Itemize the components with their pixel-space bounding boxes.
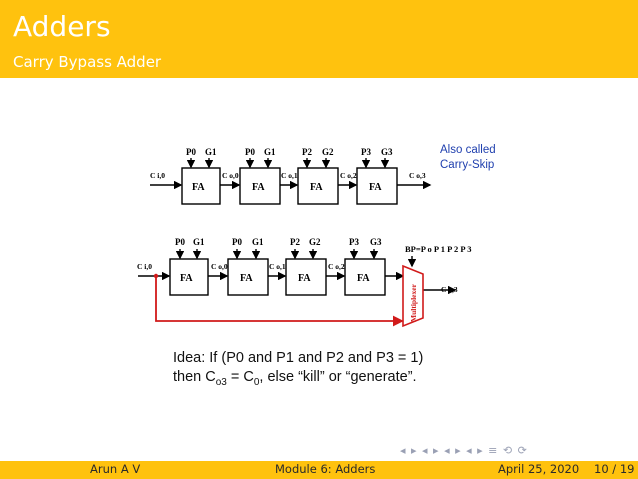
top-carry-label-2: C o,1: [281, 171, 298, 180]
top-adder-chain: P0 G1 P0 G1 P2 G2 P3 G3 FA FA FA FA: [150, 144, 496, 205]
idea-line2-prefix: then C: [173, 369, 216, 385]
bottom-fa-label-1: FA: [240, 273, 253, 284]
top-fa-block-0: FA: [181, 167, 221, 205]
top-fa-block-1: FA: [239, 167, 281, 205]
beamer-navigation-symbols[interactable]: ◂ ▸ ◂ ▸ ◂ ▸ ◂ ▸ ≡ ⟲ ⟳: [400, 444, 528, 457]
top-fa-label-3: FA: [369, 182, 382, 193]
top-p-label-1: P0: [245, 147, 255, 157]
bottom-bypass-chain: P0 G1 P0 G1 P2 G2 P3 G3 FA FA FA FA: [137, 237, 471, 328]
top-fa-label-2: FA: [310, 182, 323, 193]
footer-page-number: 10 / 19: [594, 462, 635, 476]
multiplexer-label: Multiplexer: [409, 283, 418, 322]
idea-text: Idea: If (P0 and P1 and P2 and P3 = 1) t…: [173, 349, 423, 392]
idea-line2-sub2: 0: [253, 376, 260, 388]
top-fa-block-3: FA: [356, 167, 398, 205]
bottom-p-label-2: P2: [290, 237, 300, 247]
slide-footer: Arun A V Module 6: Adders April 25, 2020…: [0, 461, 638, 479]
bottom-g-label-1: G1: [252, 237, 264, 247]
top-g-label-3: G3: [381, 147, 393, 157]
bottom-fa-label-3: FA: [357, 273, 370, 284]
slide-subtitle: Carry Bypass Adder: [13, 53, 162, 71]
bottom-p-label-3: P3: [349, 237, 359, 247]
bottom-carry-label-3: C o,2: [328, 262, 345, 271]
top-g-label-2: G2: [322, 147, 334, 157]
slide-header: Adders Carry Bypass Adder: [0, 0, 638, 78]
bottom-p-label-0: P0: [175, 237, 185, 247]
idea-line2-mid: = C: [226, 369, 254, 385]
top-g-label-1: G1: [264, 147, 276, 157]
bypass-junction: [153, 273, 159, 279]
also-called-note-line2: Carry-Skip: [440, 159, 494, 171]
top-p-label-0: P0: [186, 147, 196, 157]
top-carry-label-0: C i,0: [150, 171, 165, 180]
slide-title: Adders: [13, 10, 111, 43]
bottom-carry-label-1: C o,0: [211, 262, 228, 271]
bottom-carry-label-2: C o,1: [269, 262, 286, 271]
bottom-g-label-2: G2: [309, 237, 321, 247]
top-p-label-3: P3: [361, 147, 371, 157]
top-g-label-0: G1: [205, 147, 217, 157]
bottom-carry-label-4: C o,3: [441, 285, 458, 294]
idea-line-1: Idea: If (P0 and P1 and P2 and P3 = 1): [173, 350, 424, 366]
also-called-note-line1: Also called: [440, 144, 496, 156]
bottom-fa-block-3: FA: [344, 258, 386, 296]
top-fa-label-0: FA: [192, 182, 205, 193]
footer-author: Arun A V: [90, 462, 141, 476]
bottom-fa-label-2: FA: [298, 273, 311, 284]
bottom-fa-block-2: FA: [285, 258, 327, 296]
idea-line-2: then Co3 = C0, else “kill” or “generate”…: [173, 368, 423, 392]
footer-date: April 25, 2020: [498, 462, 580, 476]
multiplexer-block: Multiplexer: [402, 264, 424, 328]
top-fa-block-2: FA: [297, 167, 339, 205]
bypass-condition-label: BP=P o P 1 P 2 P 3: [405, 244, 471, 254]
top-fa-label-1: FA: [252, 182, 265, 193]
idea-line2-sub: o3: [215, 376, 227, 388]
bottom-g-label-3: G3: [370, 237, 382, 247]
bottom-carry-label-0: C i,0: [137, 262, 152, 271]
bottom-fa-block-0: FA: [169, 258, 209, 296]
bottom-fa-block-1: FA: [227, 258, 269, 296]
top-carry-label-4: C o,3: [409, 171, 426, 180]
bottom-g-label-0: G1: [193, 237, 205, 247]
footer-module: Module 6: Adders: [275, 462, 376, 476]
top-p-label-2: P2: [302, 147, 312, 157]
bottom-p-label-1: P0: [232, 237, 242, 247]
bottom-fa-label-0: FA: [180, 273, 193, 284]
top-carry-label-1: C o,0: [222, 171, 239, 180]
idea-line2-suffix: , else “kill” or “generate”.: [259, 369, 417, 385]
bypass-wire: [155, 276, 404, 327]
top-carry-label-3: C o,2: [340, 171, 357, 180]
